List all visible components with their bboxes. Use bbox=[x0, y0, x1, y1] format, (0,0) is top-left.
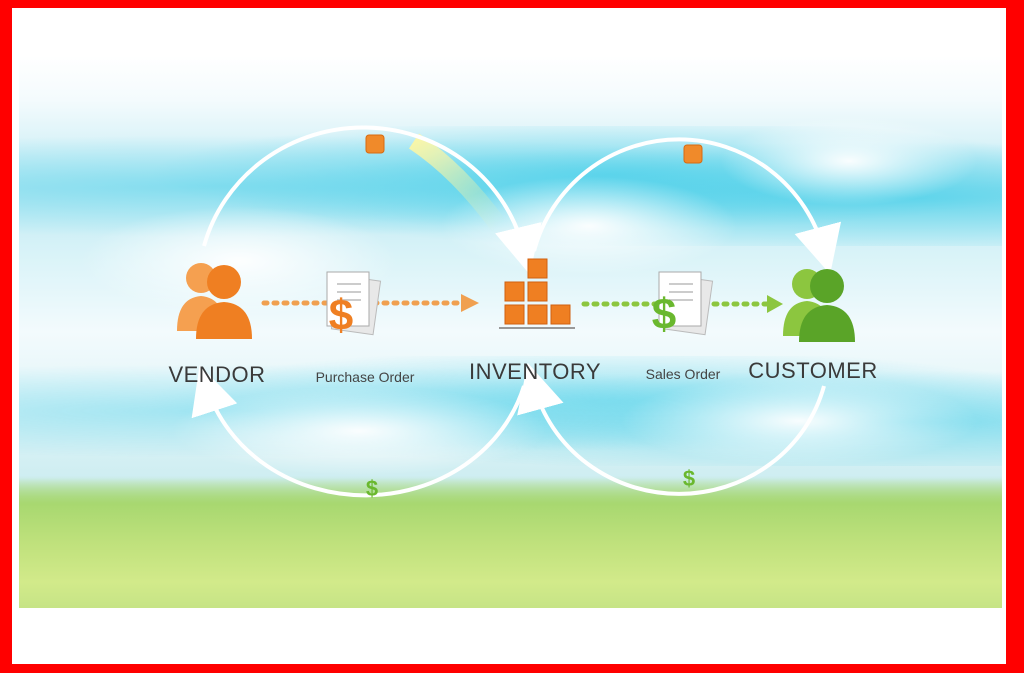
diagram-scene: $ $ $ $ VENDOR P bbox=[19, 56, 1002, 608]
box-icon bbox=[365, 134, 385, 154]
sun-ray bbox=[408, 133, 507, 232]
inventory-to-customer-arc bbox=[532, 137, 842, 275]
vendor-label: VENDOR bbox=[168, 362, 266, 387]
sales-order-label: Sales Order bbox=[645, 366, 721, 382]
purchase-order-dollar-icon: $ bbox=[329, 291, 353, 340]
payment-dollar-icon: $ bbox=[366, 476, 378, 501]
purchase-order-label: Purchase Order bbox=[315, 369, 415, 385]
customer-to-inventory-arc bbox=[517, 362, 826, 496]
customer-label: CUSTOMER bbox=[748, 358, 878, 383]
grass-field bbox=[19, 478, 1002, 608]
flow-diagram: $ $ $ $ bbox=[177, 125, 855, 501]
vendor-to-inventory-arc bbox=[202, 125, 542, 275]
box-icon bbox=[683, 144, 703, 164]
arrow-head bbox=[767, 295, 783, 313]
cloud bbox=[719, 116, 979, 206]
cloud bbox=[619, 376, 979, 466]
inventory-label: INVENTORY bbox=[468, 359, 602, 384]
sales-order-document-icon bbox=[658, 271, 714, 336]
purchase-order-document-icon bbox=[326, 271, 382, 336]
vendor-people-icon bbox=[177, 263, 252, 339]
arrow-head bbox=[461, 294, 479, 312]
customer-people-icon bbox=[783, 269, 855, 342]
payment-dollar-icon: $ bbox=[683, 466, 695, 491]
inventory-to-vendor-arc bbox=[191, 365, 526, 498]
inventory-boxes-icon bbox=[504, 258, 571, 325]
sales-order-dollar-icon: $ bbox=[652, 290, 676, 339]
